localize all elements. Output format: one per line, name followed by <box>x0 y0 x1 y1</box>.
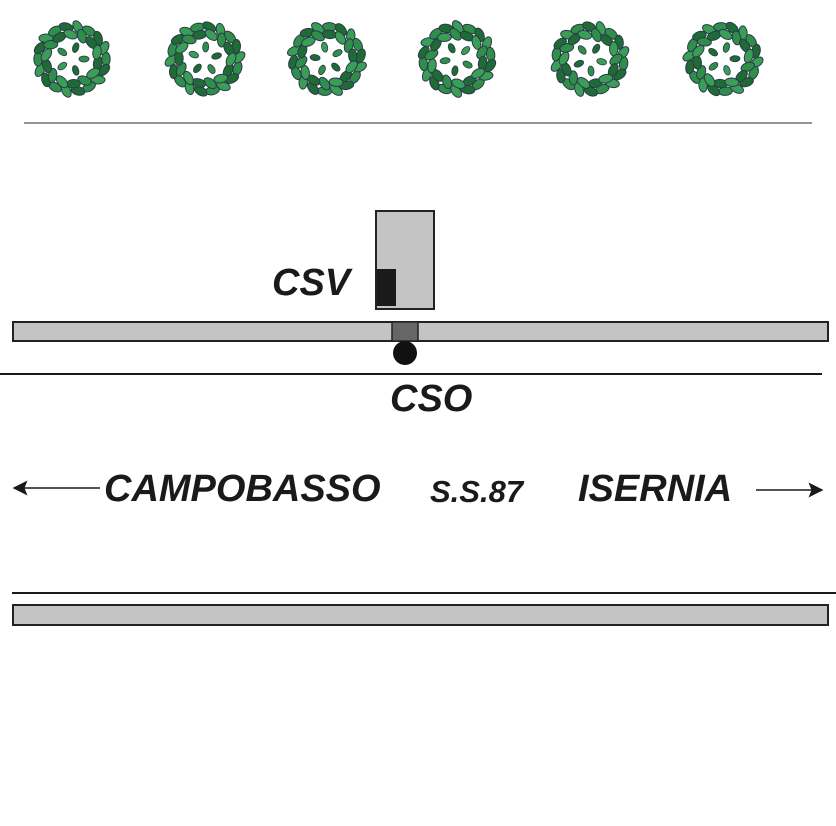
tree-row <box>33 20 764 98</box>
cso-label: CSO <box>390 378 473 420</box>
city-right-label: ISERNIA <box>578 468 733 510</box>
cso-sensor-mount <box>391 321 419 342</box>
wreath-tree-icon <box>682 21 764 97</box>
wreath-tree-icon <box>550 21 630 97</box>
cso-sensor-dot <box>393 341 417 365</box>
upper-guard-rail <box>12 321 829 342</box>
csv-cabinet-dark-block <box>377 269 396 306</box>
csv-label: CSV <box>272 262 351 304</box>
road-name-label: S.S.87 <box>430 474 524 509</box>
wreath-tree-icon <box>287 22 367 96</box>
lower-guard-rail <box>12 604 829 626</box>
wreath-tree-icon <box>417 20 497 98</box>
wreath-tree-icon <box>33 20 111 98</box>
wreath-tree-icon <box>164 21 246 97</box>
city-left-label: CAMPOBASSO <box>104 468 381 510</box>
